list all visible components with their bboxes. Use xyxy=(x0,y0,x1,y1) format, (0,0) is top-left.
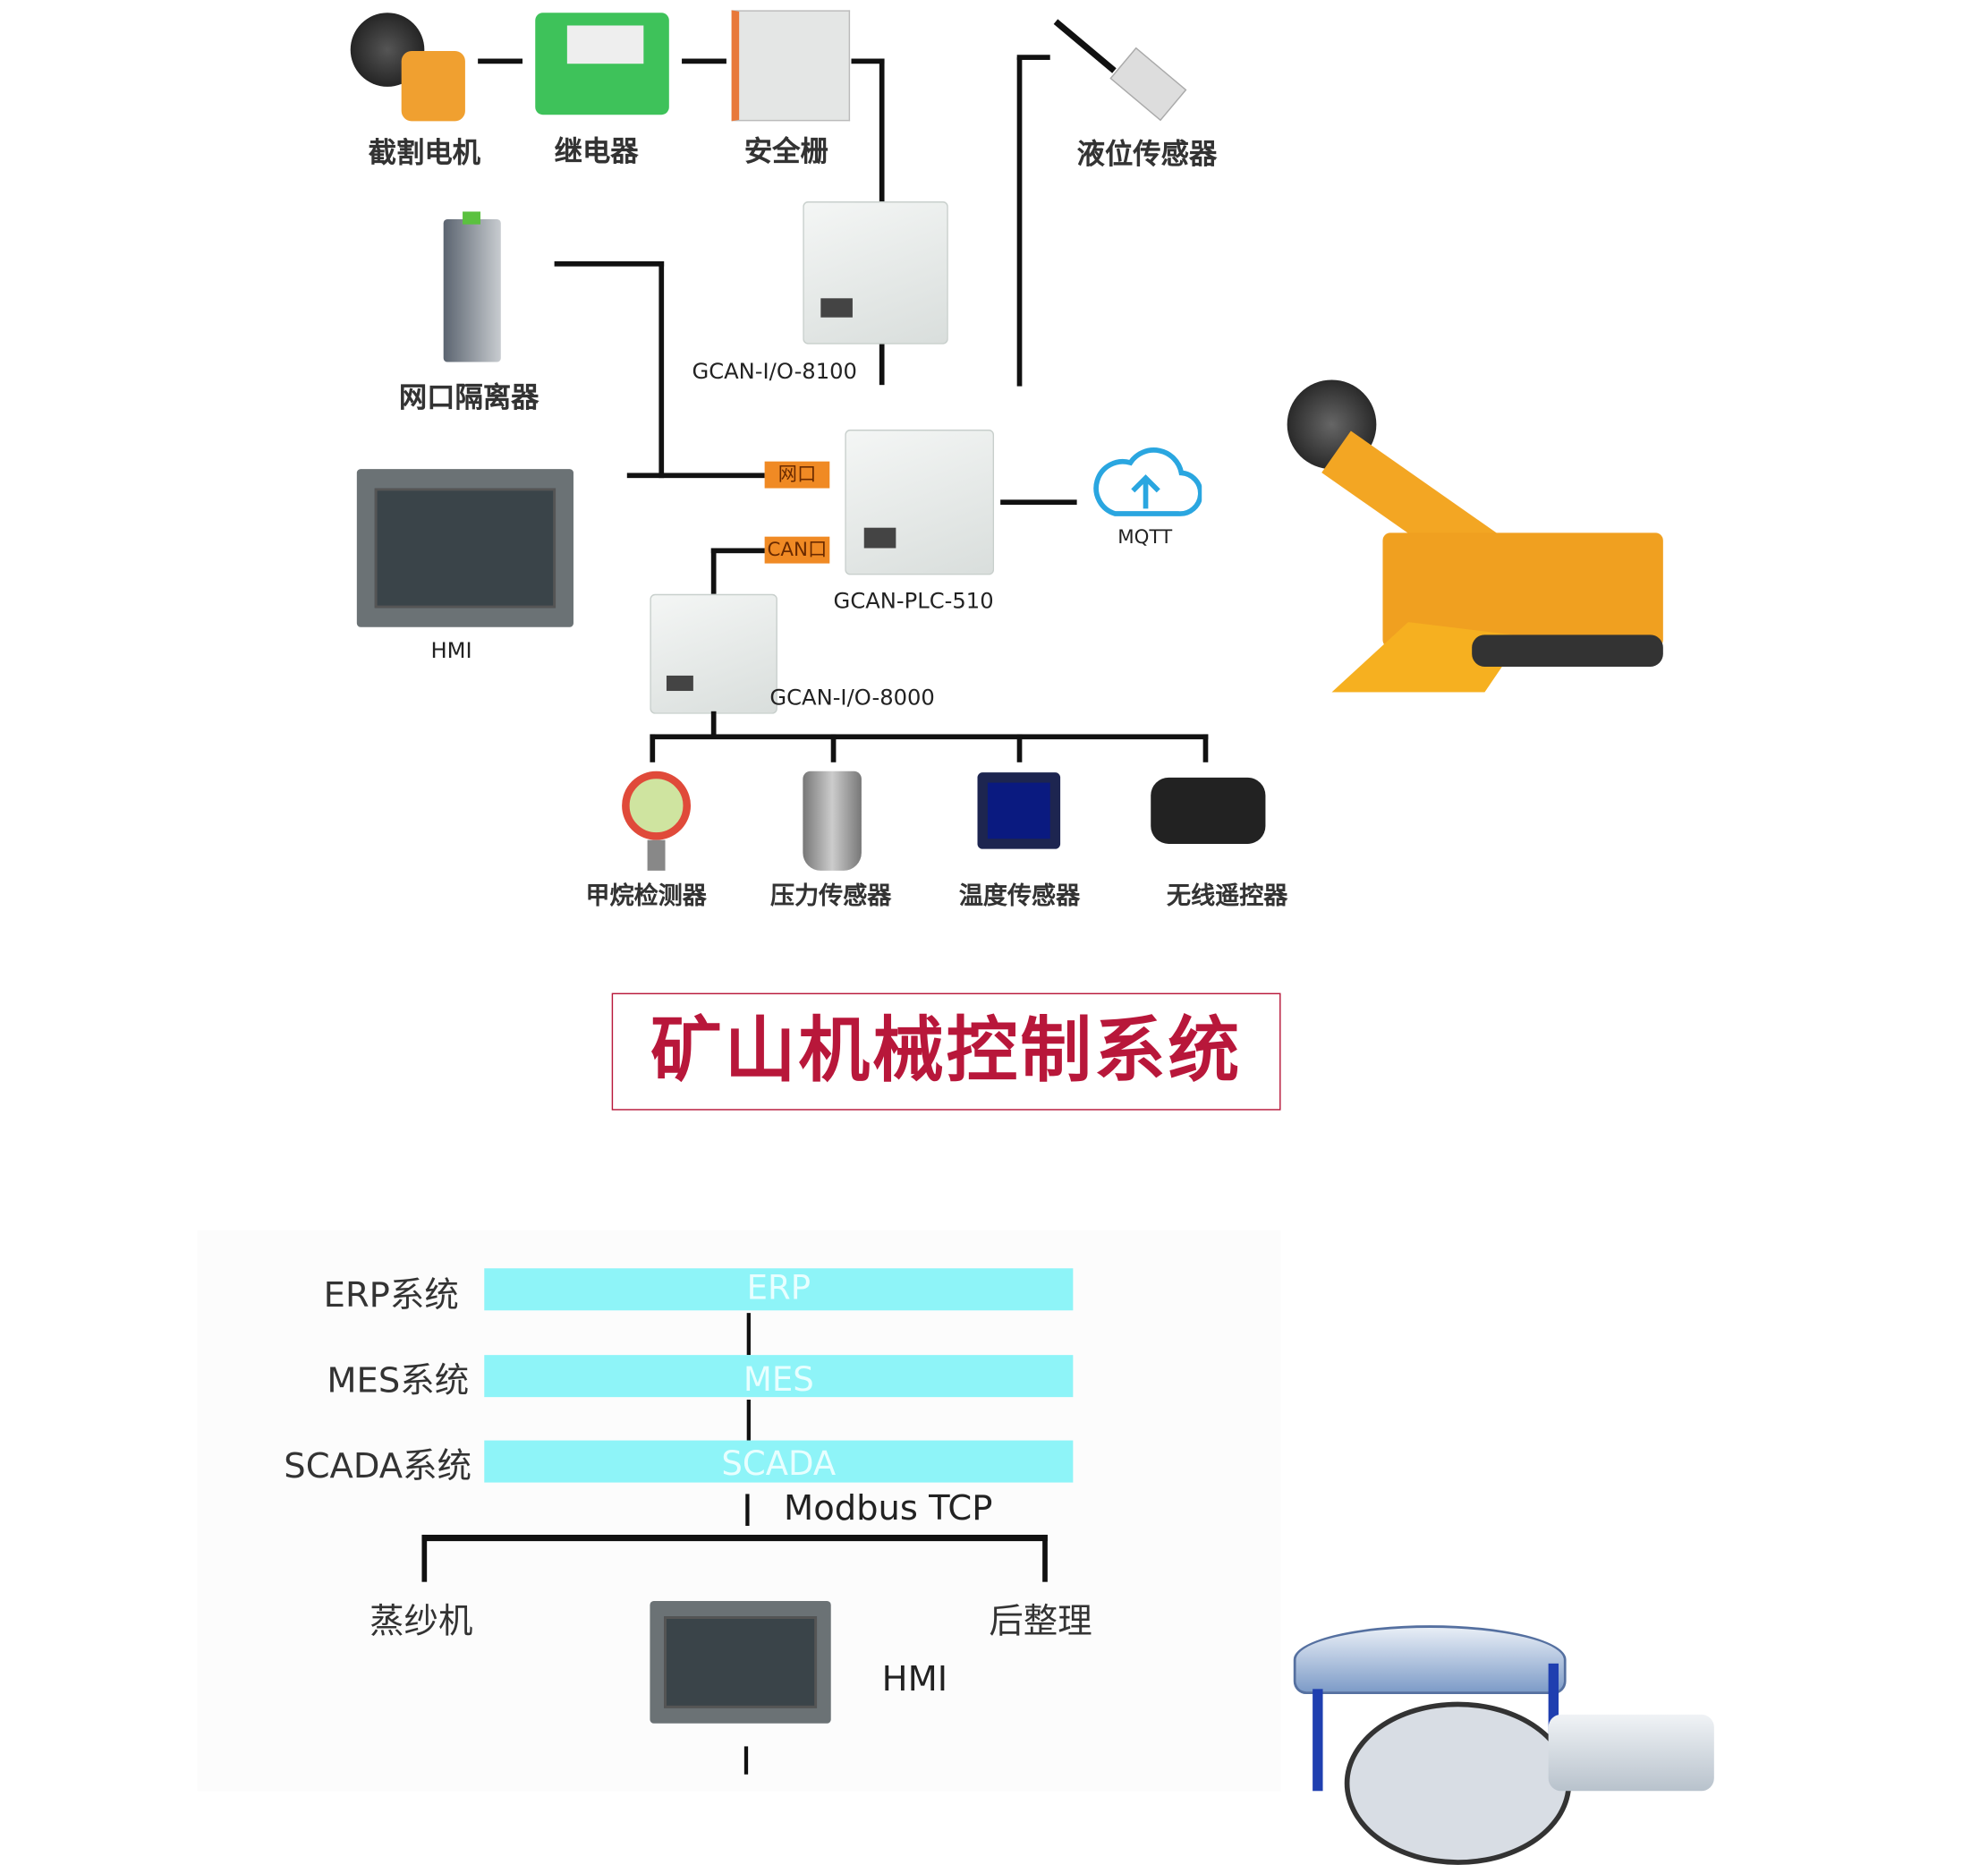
level-sensor-image xyxy=(1053,19,1187,122)
label-mes-system: MES系统 xyxy=(327,1361,470,1401)
connector xyxy=(478,58,523,64)
relay-image xyxy=(535,13,669,115)
temperature-sensor-image xyxy=(977,772,1061,849)
label-steaming-machine: 蒸纱机 xyxy=(370,1602,473,1642)
label-network-isolator: 网口隔离器 xyxy=(398,382,539,414)
badge-can-port: CAN口 xyxy=(764,536,830,564)
hmi-panel-image xyxy=(650,1601,831,1724)
label-hmi-bottom: HMI xyxy=(881,1659,948,1699)
label-pressure-sensor: 压力传感器 xyxy=(770,881,892,911)
bar-mes: MES xyxy=(484,1355,1074,1400)
plc-510-module xyxy=(845,430,995,575)
io-8100-module xyxy=(803,201,948,345)
label-erp-system: ERP系统 xyxy=(323,1275,459,1316)
label-temperature-sensor: 温度传感器 xyxy=(958,881,1081,911)
bar-scada: SCADA xyxy=(484,1440,1074,1484)
badge-ethernet-port: 网口 xyxy=(764,461,830,489)
connector xyxy=(682,58,726,64)
label-methane-detector: 甲烷检测器 xyxy=(585,881,707,911)
label-wireless-remote: 无线遥控器 xyxy=(1167,881,1288,911)
methane-detector-image xyxy=(612,771,701,871)
label-protocol: Modbus TCP xyxy=(784,1488,993,1529)
autoclave-machine-image xyxy=(1293,1625,1727,1865)
section-title: 矿山机械控制系统 xyxy=(650,1009,1243,1093)
roadheader-machine-image xyxy=(1281,379,1669,698)
label-mqtt: MQTT xyxy=(1117,524,1173,549)
hmi-panel-image xyxy=(356,469,573,627)
bar-erp: ERP xyxy=(484,1268,1074,1311)
label-level-sensor: 液位传感器 xyxy=(1076,139,1218,171)
label-io-8100: GCAN-I/O-8100 xyxy=(692,359,857,386)
label-scada-system: SCADA系统 xyxy=(284,1446,472,1486)
cutting-motor-image xyxy=(350,13,465,122)
label-finishing: 后整理 xyxy=(989,1602,1092,1642)
cloud-upload-icon xyxy=(1093,447,1202,516)
label-relay: 继电器 xyxy=(554,136,639,169)
label-io-8000: GCAN-I/O-8000 xyxy=(769,686,935,711)
label-plc-510: GCAN-PLC-510 xyxy=(833,589,994,615)
section-title-box: 矿山机械控制系统 xyxy=(611,992,1281,1111)
diagram-canvas: 截割电机 继电器 安全栅 GCAN-I/O-8100 液位传感器 网口隔离器 网… xyxy=(284,10,1727,1865)
safety-barrier-image xyxy=(731,10,851,122)
pressure-sensor-image xyxy=(803,771,862,871)
wireless-remote-image xyxy=(1151,777,1266,844)
label-hmi: HMI xyxy=(430,638,472,665)
network-isolator-image xyxy=(443,211,501,362)
label-safety-barrier: 安全栅 xyxy=(743,136,828,169)
label-cutting-motor: 截割电机 xyxy=(368,137,481,170)
io-8000-module xyxy=(650,593,777,714)
